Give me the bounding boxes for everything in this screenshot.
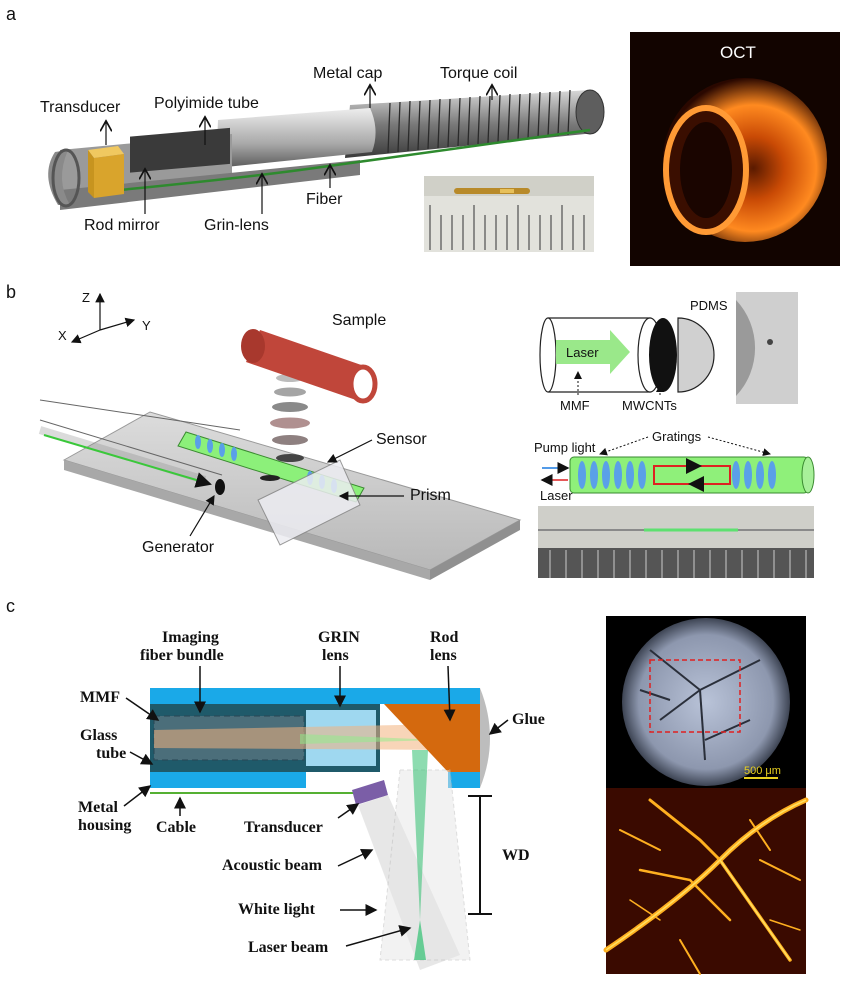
sample-cylinder bbox=[241, 329, 378, 404]
laser-arrow bbox=[556, 330, 630, 374]
label-mwcnts: MWCNTs bbox=[622, 398, 677, 413]
label-generator: Generator bbox=[142, 539, 215, 556]
panel-b-labels: Sample Sensor Prism Generator bbox=[142, 312, 451, 556]
label-cable: Cable bbox=[156, 819, 196, 836]
metal-cap-body bbox=[216, 108, 376, 168]
label-glass-2: tube bbox=[96, 745, 126, 762]
label-pump-light: Pump light bbox=[534, 440, 596, 455]
panel-label-c: c bbox=[6, 596, 15, 616]
label-laser: Laser bbox=[566, 345, 599, 360]
label-gratings: Gratings bbox=[652, 429, 702, 444]
label-wd: WD bbox=[502, 847, 530, 864]
label-laser-beam: Laser beam bbox=[248, 939, 329, 956]
transducer-block bbox=[88, 146, 124, 198]
label-polyimide-tube: Polyimide tube bbox=[154, 95, 259, 112]
axis-y: Y bbox=[142, 318, 151, 333]
probe-ruler-photo bbox=[424, 176, 594, 252]
oct-title: OCT bbox=[720, 43, 756, 62]
torque-coil-windings bbox=[387, 89, 571, 154]
generator-tip bbox=[215, 479, 225, 495]
panel-label-a: a bbox=[6, 4, 17, 24]
metal-housing-bottom bbox=[150, 772, 306, 788]
pa-endoscope-schematic bbox=[150, 688, 492, 970]
label-prism: Prism bbox=[410, 487, 451, 504]
label-rod-1: Rod bbox=[430, 629, 459, 646]
white-light-beam bbox=[379, 769, 471, 961]
label-glass-1: Glass bbox=[80, 727, 117, 744]
laser-generator-inset: Laser PDMS MMF MWCNTs bbox=[539, 292, 798, 413]
laser-beam bbox=[414, 920, 426, 960]
label-acoustic-beam: Acoustic beam bbox=[222, 857, 323, 874]
catheter-illustration bbox=[48, 89, 605, 210]
glue bbox=[480, 688, 490, 788]
label-imaging-2: fiber bundle bbox=[140, 647, 224, 664]
oct-image: OCT bbox=[630, 32, 840, 266]
axis-z: Z bbox=[82, 290, 90, 305]
label-laser-output-1: Laser bbox=[540, 488, 573, 503]
scale-bar-label: 500 μm bbox=[744, 765, 781, 777]
panel-c-labels: Imaging fiber bundle GRIN lens Rod lens … bbox=[78, 629, 545, 956]
rod-lens bbox=[384, 704, 480, 772]
label-sample: Sample bbox=[332, 312, 386, 329]
label-metal-cap: Metal cap bbox=[313, 65, 382, 82]
sensor-setup-illustration bbox=[38, 329, 522, 580]
label-metal-2: housing bbox=[78, 817, 131, 834]
label-torque-coil: Torque coil bbox=[440, 65, 517, 82]
label-white-light: White light bbox=[238, 901, 316, 918]
label-sensor: Sensor bbox=[376, 431, 427, 448]
label-rod-2: lens bbox=[430, 647, 457, 664]
label-transducer-c: Transducer bbox=[244, 819, 323, 836]
label-fiber: Fiber bbox=[306, 191, 343, 208]
axes-triad: Z Y X bbox=[58, 290, 151, 344]
prism bbox=[257, 459, 361, 546]
transducer-element bbox=[352, 780, 388, 805]
panel-a-labels: Transducer Polyimide tube Metal cap Torq… bbox=[40, 65, 517, 234]
label-metal-1: Metal bbox=[78, 799, 119, 816]
label-grin-lens: Grin-lens bbox=[204, 217, 269, 234]
fiber-laser-inset: Gratings Pump light Laser output bbox=[534, 429, 815, 578]
axis-x: X bbox=[58, 328, 67, 343]
leaf-photo: 500 μm bbox=[606, 616, 806, 788]
label-glue: Glue bbox=[512, 711, 545, 728]
panel-label-b: b bbox=[6, 282, 16, 302]
label-mmf: MMF bbox=[560, 398, 590, 413]
label-mmf-c: MMF bbox=[80, 689, 120, 706]
fiber-line bbox=[119, 128, 591, 192]
acoustic-waves bbox=[260, 374, 310, 481]
label-imaging-1: Imaging bbox=[162, 629, 219, 646]
torque-coil-body bbox=[345, 90, 601, 158]
label-pdms: PDMS bbox=[690, 298, 728, 313]
label-grin-2: lens bbox=[322, 647, 349, 664]
label-transducer: Transducer bbox=[40, 99, 121, 116]
pa-vessel-image bbox=[603, 788, 809, 975]
label-grin-1: GRIN bbox=[318, 629, 360, 646]
label-rod-mirror: Rod mirror bbox=[84, 217, 160, 234]
metal-housing-top bbox=[150, 688, 480, 704]
